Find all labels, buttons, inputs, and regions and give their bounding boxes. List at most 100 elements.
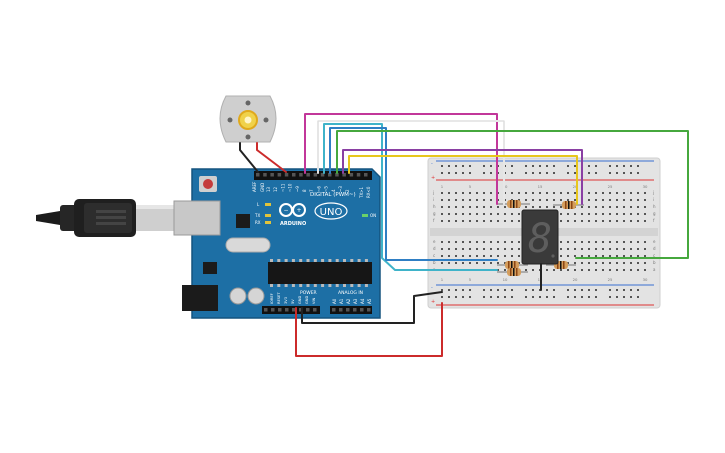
breadboard-hole[interactable] [532, 199, 534, 201]
breadboard-hole[interactable] [504, 220, 506, 222]
breadboard-hole[interactable] [483, 289, 485, 291]
breadboard-hole[interactable] [616, 248, 618, 250]
breadboard-hole[interactable] [448, 213, 450, 215]
breadboard-hole[interactable] [455, 262, 457, 264]
breadboard-hole[interactable] [637, 206, 639, 208]
breadboard-hole[interactable] [623, 206, 625, 208]
breadboard-hole[interactable] [567, 165, 569, 167]
breadboard-hole[interactable] [630, 199, 632, 201]
header-pin-hole[interactable] [264, 308, 268, 312]
breadboard-hole[interactable] [560, 213, 562, 215]
breadboard-hole[interactable] [455, 220, 457, 222]
breadboard-hole[interactable] [518, 255, 520, 257]
breadboard-hole[interactable] [588, 220, 590, 222]
breadboard-hole[interactable] [595, 192, 597, 194]
resistor-3[interactable] [497, 261, 528, 269]
breadboard-hole[interactable] [497, 262, 499, 264]
breadboard-hole[interactable] [609, 213, 611, 215]
dc-motor[interactable] [219, 95, 277, 143]
breadboard-hole[interactable] [637, 248, 639, 250]
breadboard-hole[interactable] [609, 192, 611, 194]
breadboard-hole[interactable] [511, 241, 513, 243]
breadboard-hole[interactable] [448, 220, 450, 222]
breadboard-hole[interactable] [623, 199, 625, 201]
breadboard-hole[interactable] [455, 241, 457, 243]
breadboard-hole[interactable] [595, 241, 597, 243]
header-pin-hole[interactable] [360, 308, 364, 312]
breadboard-hole[interactable] [476, 192, 478, 194]
breadboard-hole[interactable] [504, 269, 506, 271]
breadboard-hole[interactable] [511, 255, 513, 257]
breadboard-hole[interactable] [455, 165, 457, 167]
header-pin-hole[interactable] [356, 173, 361, 177]
breadboard-hole[interactable] [609, 269, 611, 271]
breadboard-hole[interactable] [511, 289, 513, 291]
breadboard-hole[interactable] [567, 289, 569, 291]
breadboard-hole[interactable] [490, 206, 492, 208]
breadboard-hole[interactable] [462, 220, 464, 222]
breadboard-hole[interactable] [602, 262, 604, 264]
breadboard-hole[interactable] [567, 241, 569, 243]
breadboard-hole[interactable] [469, 248, 471, 250]
breadboard-hole[interactable] [588, 296, 590, 298]
breadboard-hole[interactable] [616, 296, 618, 298]
breadboard-hole[interactable] [441, 262, 443, 264]
header-pin-hole[interactable] [299, 173, 303, 177]
breadboard-hole[interactable] [441, 241, 443, 243]
breadboard-hole[interactable] [609, 165, 611, 167]
breadboard-hole[interactable] [497, 248, 499, 250]
breadboard-hole[interactable] [602, 213, 604, 215]
breadboard-hole[interactable] [448, 296, 450, 298]
breadboard-hole[interactable] [469, 192, 471, 194]
breadboard-hole[interactable] [637, 269, 639, 271]
breadboard-hole[interactable] [462, 213, 464, 215]
breadboard-hole[interactable] [448, 206, 450, 208]
breadboard-hole[interactable] [567, 192, 569, 194]
breadboard-hole[interactable] [469, 241, 471, 243]
breadboard-hole[interactable] [609, 255, 611, 257]
header-pin-hole[interactable] [349, 173, 354, 177]
breadboard-hole[interactable] [609, 220, 611, 222]
header-pin-hole[interactable] [278, 308, 282, 312]
breadboard-hole[interactable] [476, 206, 478, 208]
seven-segment-display[interactable]: 8 [521, 209, 559, 265]
breadboard-hole[interactable] [637, 262, 639, 264]
breadboard-hole[interactable] [539, 296, 541, 298]
breadboard-hole[interactable] [553, 206, 555, 208]
breadboard-hole[interactable] [441, 289, 443, 291]
breadboard-hole[interactable] [560, 192, 562, 194]
breadboard-hole[interactable] [637, 296, 639, 298]
breadboard-hole[interactable] [490, 255, 492, 257]
breadboard-hole[interactable] [588, 255, 590, 257]
breadboard-hole[interactable] [553, 269, 555, 271]
breadboard-hole[interactable] [518, 241, 520, 243]
breadboard-hole[interactable] [630, 241, 632, 243]
breadboard-hole[interactable] [616, 206, 618, 208]
power-header[interactable] [262, 306, 320, 314]
header-pin-hole[interactable] [328, 173, 332, 177]
breadboard-hole[interactable] [581, 255, 583, 257]
breadboard-hole[interactable] [630, 248, 632, 250]
breadboard-hole[interactable] [511, 192, 513, 194]
breadboard-hole[interactable] [546, 269, 548, 271]
header-pin-hole[interactable] [270, 173, 274, 177]
breadboard-hole[interactable] [511, 296, 513, 298]
breadboard-hole[interactable] [441, 213, 443, 215]
breadboard-hole[interactable] [455, 296, 457, 298]
breadboard-hole[interactable] [441, 206, 443, 208]
breadboard-hole[interactable] [595, 269, 597, 271]
breadboard-hole[interactable] [525, 289, 527, 291]
resistor-1[interactable] [497, 200, 530, 208]
breadboard-hole[interactable] [644, 213, 646, 215]
breadboard-hole[interactable] [574, 241, 576, 243]
breadboard-hole[interactable] [483, 220, 485, 222]
breadboard-hole[interactable] [616, 289, 618, 291]
breadboard-hole[interactable] [504, 296, 506, 298]
breadboard-hole[interactable] [616, 241, 618, 243]
breadboard-hole[interactable] [532, 296, 534, 298]
breadboard-hole[interactable] [623, 255, 625, 257]
breadboard-hole[interactable] [546, 289, 548, 291]
breadboard-hole[interactable] [588, 241, 590, 243]
